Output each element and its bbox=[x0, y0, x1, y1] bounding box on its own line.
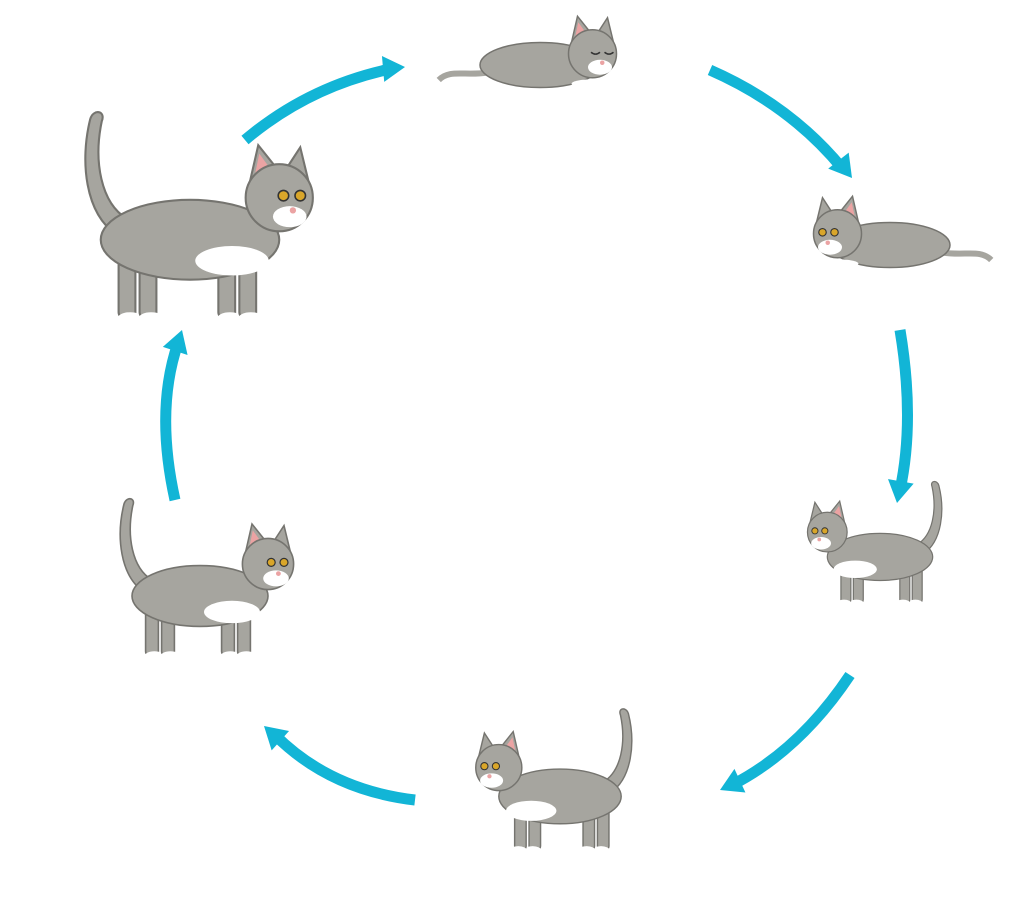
tail bbox=[916, 480, 943, 555]
tail bbox=[84, 111, 128, 236]
chest bbox=[506, 800, 557, 821]
paw bbox=[160, 651, 180, 661]
muzzle bbox=[818, 239, 842, 255]
eye bbox=[294, 189, 307, 202]
life-stages bbox=[84, 14, 994, 855]
nose bbox=[825, 240, 830, 245]
cycle-arrow bbox=[241, 55, 405, 145]
chest bbox=[204, 600, 260, 624]
cycle-arrows bbox=[160, 55, 914, 806]
arrow-shaft bbox=[729, 671, 855, 790]
tail bbox=[602, 708, 633, 794]
cycle-arrow bbox=[707, 64, 852, 178]
arrow-head-icon bbox=[888, 479, 914, 503]
nose bbox=[487, 774, 492, 779]
arrow-head-icon bbox=[264, 726, 290, 751]
paw bbox=[849, 599, 864, 608]
cycle-arrow bbox=[888, 329, 914, 503]
muzzle bbox=[480, 773, 504, 788]
nose bbox=[289, 207, 297, 214]
arrow-shaft bbox=[241, 62, 397, 145]
young-cat-standing-icon bbox=[119, 498, 295, 661]
paw bbox=[509, 846, 527, 855]
eye bbox=[818, 227, 827, 237]
arrow-head-icon bbox=[381, 55, 405, 82]
muzzle bbox=[263, 570, 289, 587]
older-kitten-standing-icon bbox=[475, 708, 633, 855]
arrow-head-icon bbox=[720, 768, 746, 793]
tail bbox=[942, 249, 994, 263]
paw bbox=[138, 312, 164, 325]
paw bbox=[907, 599, 923, 608]
eye bbox=[266, 557, 276, 567]
paw bbox=[238, 312, 264, 325]
nose bbox=[817, 537, 822, 542]
arrow-head-icon bbox=[162, 330, 188, 355]
cycle-arrow bbox=[160, 330, 188, 502]
eye bbox=[491, 762, 501, 771]
eye bbox=[821, 527, 829, 535]
muzzle bbox=[588, 59, 612, 75]
paw bbox=[236, 651, 256, 661]
arrow-shaft bbox=[707, 64, 847, 172]
arrow-shaft bbox=[894, 329, 913, 492]
nose bbox=[276, 571, 281, 576]
newborn-kitten-sleeping-icon bbox=[436, 14, 618, 89]
eye bbox=[480, 762, 489, 771]
eye bbox=[830, 227, 839, 237]
muzzle bbox=[811, 537, 832, 550]
arrow-head-icon bbox=[828, 152, 852, 178]
chest bbox=[833, 560, 877, 578]
adult-cat-standing-icon bbox=[84, 111, 314, 325]
arrow-shaft bbox=[160, 341, 184, 502]
kitten-standing-icon bbox=[806, 480, 943, 608]
front-paws bbox=[571, 79, 614, 89]
paw bbox=[217, 312, 243, 325]
tail bbox=[436, 69, 488, 83]
cycle-arrow bbox=[264, 726, 416, 806]
eye bbox=[277, 189, 290, 202]
muzzle bbox=[272, 206, 307, 228]
arrow-shaft bbox=[271, 731, 416, 806]
kitten-lying-icon bbox=[812, 194, 994, 269]
paw bbox=[592, 846, 610, 855]
chest bbox=[195, 246, 269, 276]
paw bbox=[895, 599, 911, 608]
eye bbox=[279, 557, 289, 567]
paw bbox=[524, 846, 542, 855]
cycle-arrow bbox=[720, 671, 855, 793]
tail bbox=[119, 498, 153, 593]
closed-eyes bbox=[590, 51, 614, 55]
eye bbox=[811, 527, 819, 535]
nose bbox=[600, 60, 605, 65]
paw bbox=[117, 312, 143, 325]
paw bbox=[578, 846, 596, 855]
paw bbox=[144, 651, 164, 661]
front-paws bbox=[816, 259, 859, 269]
paw bbox=[836, 599, 852, 608]
paw bbox=[220, 651, 240, 661]
